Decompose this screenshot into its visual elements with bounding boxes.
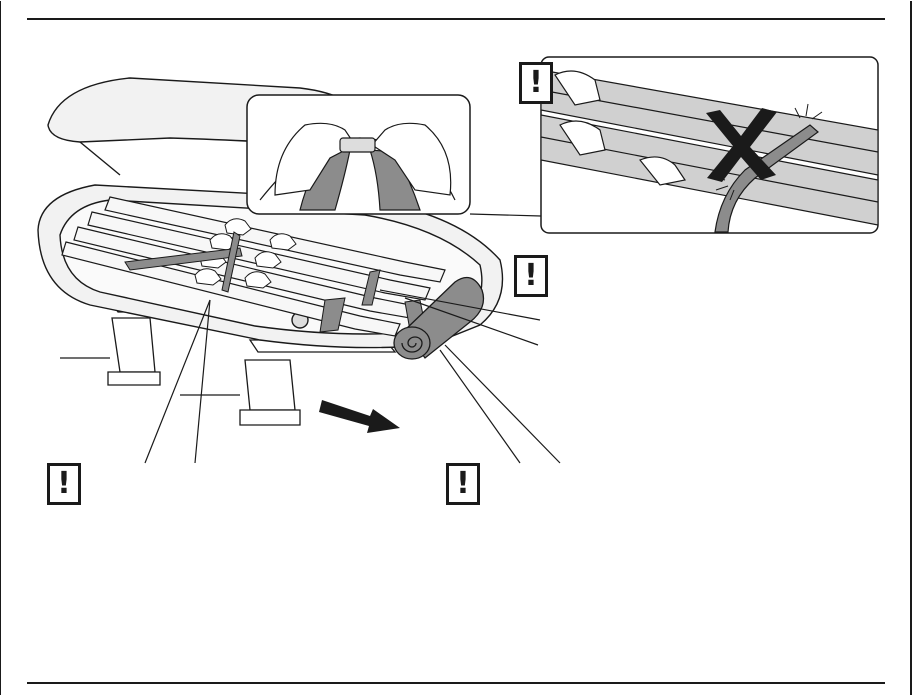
warning-badge-bottom-left: !: [47, 463, 81, 505]
skis-in-box: [61, 196, 446, 337]
warning-badge-top-right: !: [519, 62, 553, 104]
leader-lines: [144, 213, 561, 464]
inset-hands-buckle: [246, 94, 471, 215]
rolled-ski-bag: [393, 276, 485, 360]
prohibited-x-icon: [706, 108, 777, 182]
arrow-right-icon: [319, 400, 400, 433]
warning-badge-bottom-right: !: [446, 463, 480, 505]
inset-strap-too-tight: [540, 56, 879, 234]
warning-badge-middle-right: !: [514, 255, 548, 297]
